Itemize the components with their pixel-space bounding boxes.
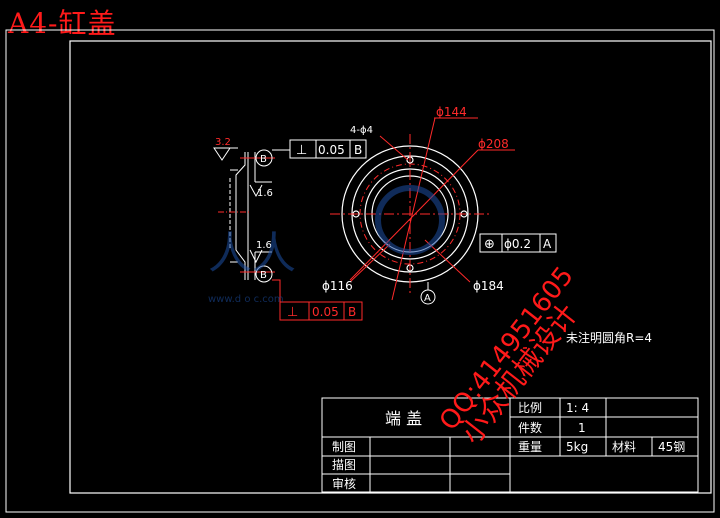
label-draw: 制图 (332, 440, 356, 454)
watermark-red: QQ:414951605 小众机械设计 (434, 261, 584, 450)
gdt-pos-symbol: ⊕ (484, 237, 495, 252)
gdt-bottom-symbol: ⊥ (287, 305, 298, 320)
gdt-bottom-value: 0.05 (312, 305, 339, 319)
datum-b-top: B (260, 154, 267, 165)
holes-label: 4-ϕ4 (350, 125, 373, 136)
label-qty: 件数 (518, 420, 542, 435)
svg-text:人人: 人人 (208, 228, 296, 279)
gdt-bottom-ref: B (348, 305, 356, 319)
inner-frame (69, 40, 712, 494)
label-ratio: 比例 (518, 401, 542, 415)
label-weight: 重量 (518, 440, 542, 454)
value-qty: 1 (578, 421, 586, 435)
fillet-note: 未注明圆角R=4 (566, 330, 652, 345)
gdt-pos-ref: A (543, 237, 552, 251)
label-material: 材料 (612, 440, 636, 454)
outer-border (5, 29, 715, 513)
value-material: 45钢 (658, 440, 685, 454)
gdt-top-symbol: ⊥ (296, 143, 307, 158)
roughness-16-a: 1.6 (257, 188, 273, 199)
watermark-url: www.d o c.com (208, 294, 284, 305)
dim-d116: ϕ116 (322, 279, 353, 293)
value-ratio: 1: 4 (566, 401, 589, 415)
gdt-frames (213, 139, 557, 321)
gdt-top-value: 0.05 (318, 143, 345, 157)
file-title-overlay: A4-缸盖 (8, 7, 117, 40)
dimension-leaders (349, 117, 515, 301)
roughness-16-b: 1.6 (256, 240, 272, 251)
title-block-grid (321, 397, 699, 493)
label-review: 审核 (332, 476, 356, 491)
datum-a-label: A (424, 293, 431, 304)
front-view (330, 134, 492, 296)
side-view (218, 152, 275, 280)
roughness-32: 3.2 (215, 137, 231, 148)
dim-d144: ϕ144 (436, 105, 467, 119)
value-weight: 5kg (566, 440, 588, 454)
gdt-top-ref: B (354, 143, 362, 157)
dim-d208: ϕ208 (478, 137, 509, 151)
gdt-pos-value: ϕ0.2 (504, 237, 531, 251)
label-trace: 描图 (332, 458, 356, 472)
dim-d184: ϕ184 (473, 279, 504, 293)
datum-b-bottom: B (260, 270, 267, 281)
part-name: 端 盖 (385, 409, 422, 428)
watermark-logo: 人人 www.d o c.com (208, 185, 445, 305)
